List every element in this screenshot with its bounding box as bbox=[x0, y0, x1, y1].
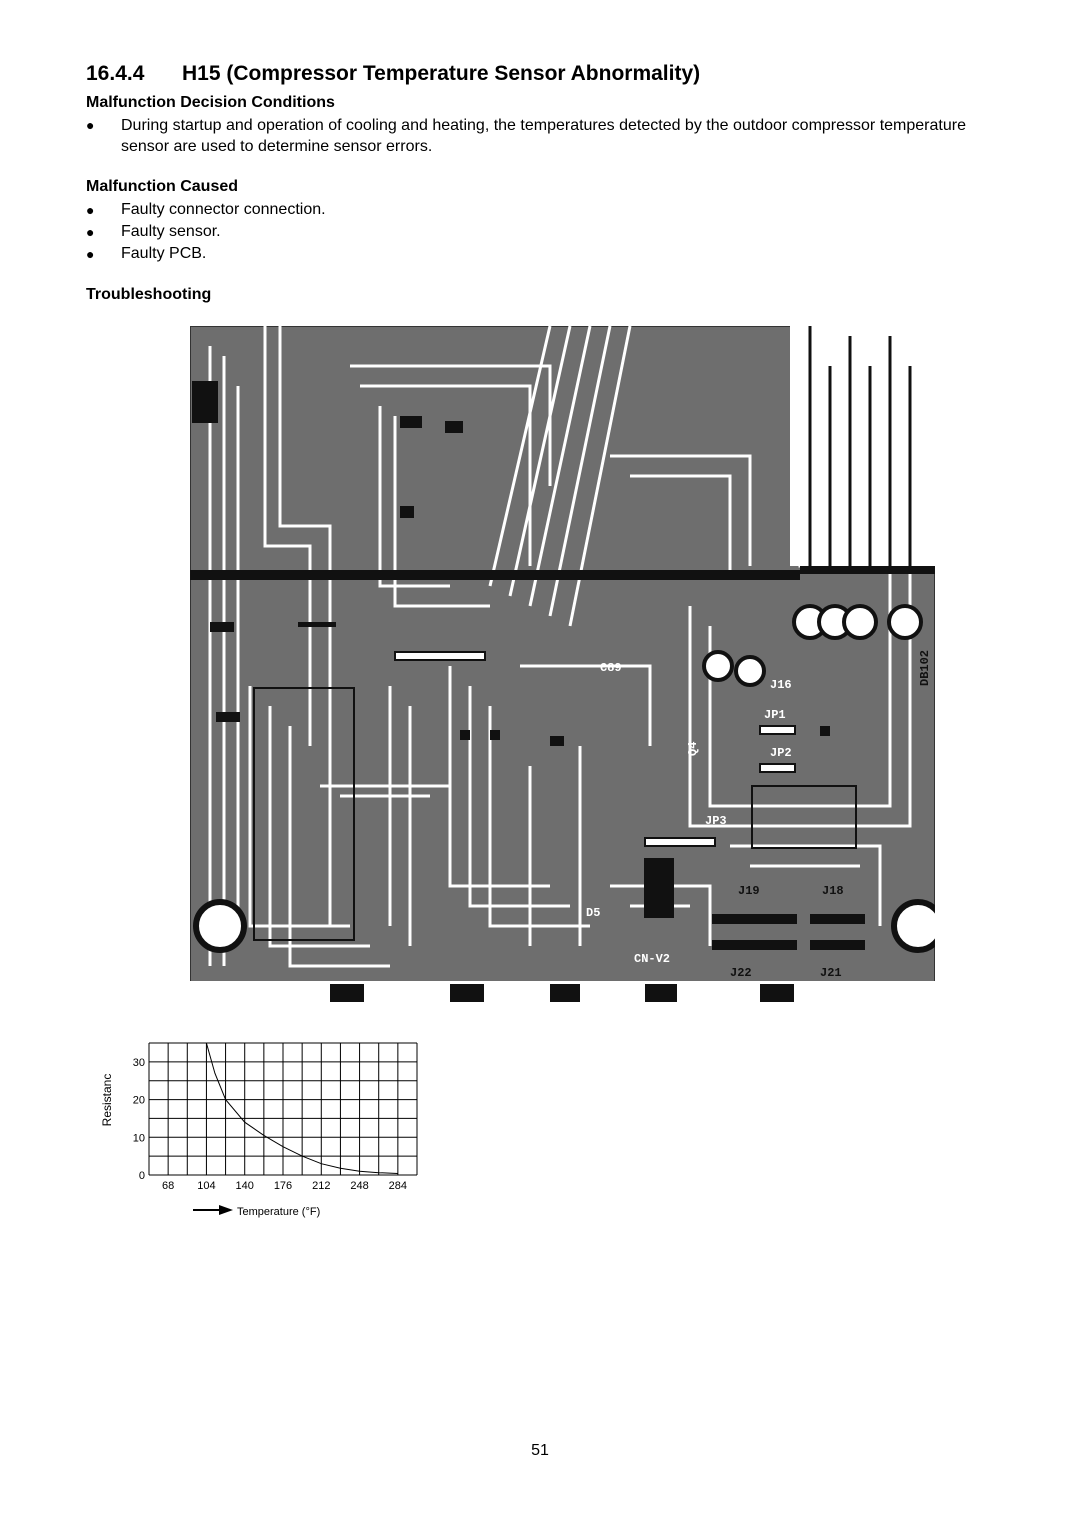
bullet-icon: ● bbox=[86, 246, 95, 262]
x-tick-label: 68 bbox=[162, 1180, 174, 1192]
y-tick-label: 20 bbox=[133, 1095, 145, 1107]
x-axis-arrow-icon bbox=[193, 1205, 233, 1215]
pcb-label: J21 bbox=[820, 966, 842, 980]
caused-heading: Malfunction Caused bbox=[86, 178, 239, 195]
conditions-heading: Malfunction Decision Conditions bbox=[86, 94, 335, 111]
bullet-icon: ● bbox=[86, 224, 95, 240]
caused-item: Faulty sensor. bbox=[121, 223, 221, 240]
x-tick-label: 284 bbox=[389, 1180, 407, 1192]
caused-item: Faulty connector connection. bbox=[121, 201, 326, 218]
y-tick-label: 10 bbox=[133, 1132, 145, 1144]
x-tick-label: 248 bbox=[350, 1180, 368, 1192]
x-tick-label: 140 bbox=[236, 1180, 254, 1192]
section-number: 16.4.4 bbox=[86, 62, 145, 85]
x-tick-label: 212 bbox=[312, 1180, 330, 1192]
pcb-diagram: DB102 C89 J16 JP1 JP2 JP3 J19 J18 J22 J2… bbox=[190, 326, 935, 1006]
pcb-label: J16 bbox=[770, 678, 792, 692]
pcb-label: J18 bbox=[822, 884, 844, 898]
conditions-item: During startup and operation of cooling … bbox=[121, 117, 966, 155]
pcb-label: JP1 bbox=[764, 708, 786, 722]
y-axis-label: Resistanc bbox=[100, 1074, 114, 1127]
pcb-label: Q4 bbox=[686, 742, 700, 756]
pcb-label: JP3 bbox=[705, 814, 727, 828]
x-axis-label: Temperature (°F) bbox=[237, 1206, 320, 1218]
chart-grid bbox=[148, 1042, 418, 1176]
y-tick-label: 30 bbox=[133, 1057, 145, 1069]
y-tick-label: 0 bbox=[139, 1170, 145, 1182]
resistance-curve bbox=[205, 1042, 398, 1174]
pcb-label: JP2 bbox=[770, 746, 792, 760]
troubleshooting-heading: Troubleshooting bbox=[86, 286, 212, 303]
caused-item: Faulty PCB. bbox=[121, 245, 207, 262]
resistance-chart: Resistanc 0 10 20 30 68 104 140 176 212 248 284 T… bbox=[100, 1042, 418, 1218]
section-title: 16.4.4 H15 (Compressor Temperature Sensor… bbox=[86, 62, 700, 86]
pcb-label: J19 bbox=[738, 884, 760, 898]
bullet-icon: ● bbox=[86, 117, 95, 133]
bullet-icon: ● bbox=[86, 202, 95, 218]
x-tick-label: 104 bbox=[197, 1180, 215, 1192]
pcb-label: C89 bbox=[600, 661, 622, 675]
page-number: 51 bbox=[531, 1442, 549, 1459]
pcb-label: D5 bbox=[586, 906, 600, 920]
pcb-label: DB102 bbox=[918, 650, 932, 686]
section-title-text: H15 (Compressor Temperature Sensor Abnor… bbox=[182, 62, 701, 85]
pcb-label: CN-V2 bbox=[634, 952, 670, 966]
x-tick-label: 176 bbox=[274, 1180, 292, 1192]
pcb-label: J22 bbox=[730, 966, 752, 980]
